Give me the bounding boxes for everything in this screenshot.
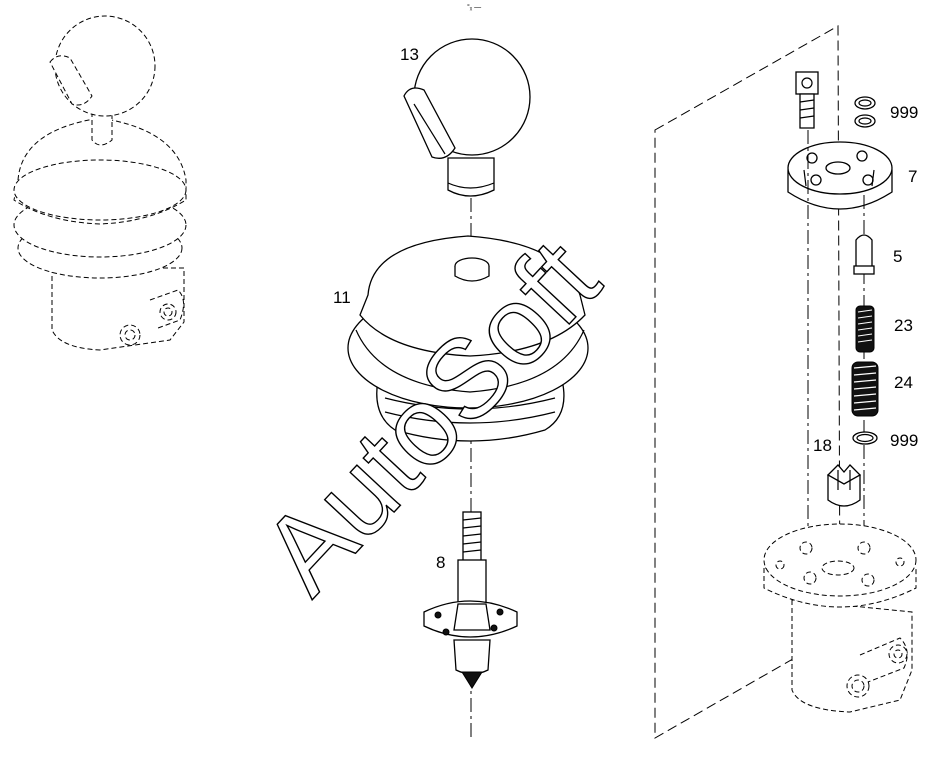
ghost-housing-right [763, 523, 917, 713]
bolt [795, 71, 819, 129]
part-label-23: 23 [894, 316, 913, 335]
top-mark: °ᵪ — [467, 3, 481, 11]
part-label-11: 11 [333, 288, 351, 307]
spring-part-23 [855, 305, 875, 353]
washers-part-999 [854, 96, 876, 128]
pivot-part-8 [423, 511, 518, 689]
knob-part-13 [403, 38, 531, 197]
guide-part-18 [826, 464, 862, 507]
part-label-7: 7 [908, 167, 917, 186]
flange-part-7 [787, 141, 893, 210]
part-label-999-bottom: 999 [890, 431, 918, 450]
part-label-18: 18 [813, 436, 832, 455]
spring-part-24 [851, 361, 879, 417]
part-label-5: 5 [893, 247, 902, 266]
plunger-part-5 [853, 234, 875, 275]
part-label-13: 13 [400, 45, 419, 64]
boot-part-11 [347, 235, 589, 442]
part-label-8: 8 [436, 553, 445, 572]
ghost-assembly-left [13, 15, 187, 351]
part-label-999-top: 999 [890, 103, 918, 122]
oring-part-999 [852, 431, 878, 445]
part-label-24: 24 [894, 373, 913, 392]
